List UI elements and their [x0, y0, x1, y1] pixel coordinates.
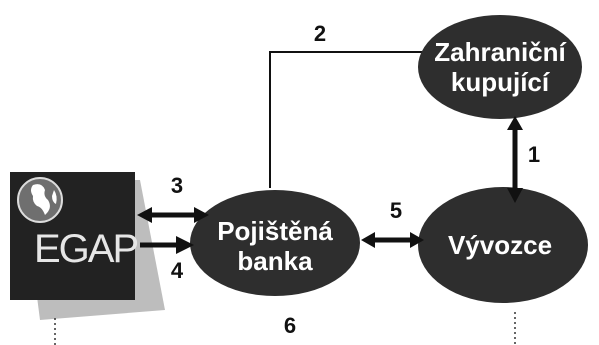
node-bank [190, 190, 360, 296]
node-bank-label: Pojištěná banka [217, 216, 333, 276]
step-label-4: 4 [170, 258, 184, 283]
arrow-1 [507, 116, 523, 203]
step-label-5: 5 [389, 198, 403, 223]
connector-2 [269, 51, 425, 188]
node-exporter [418, 187, 588, 303]
globe-icon [17, 177, 63, 223]
step-label-2: 2 [313, 21, 327, 46]
step-label-6: 6 [283, 313, 297, 338]
arrow-4 [140, 236, 194, 254]
egap-logo [10, 172, 165, 320]
node-buyer [418, 15, 582, 119]
step-label-1: 1 [527, 142, 541, 167]
logo-text: EGAP [34, 227, 139, 271]
node-bank-line-1: Pojištěná [217, 216, 333, 246]
step-label-3: 3 [170, 173, 184, 198]
node-bank-line-2: banka [237, 246, 313, 276]
node-buyer-line-1: Zahraniční [434, 37, 566, 67]
arrow-5 [361, 232, 424, 248]
node-buyer-label: Zahraniční kupující [434, 37, 565, 97]
node-exporter-line-1: Vývozce [447, 230, 553, 260]
node-buyer-line-2: kupující [450, 67, 550, 97]
arrow-3 [137, 207, 209, 223]
node-exporter-label: Vývozce [448, 230, 552, 260]
